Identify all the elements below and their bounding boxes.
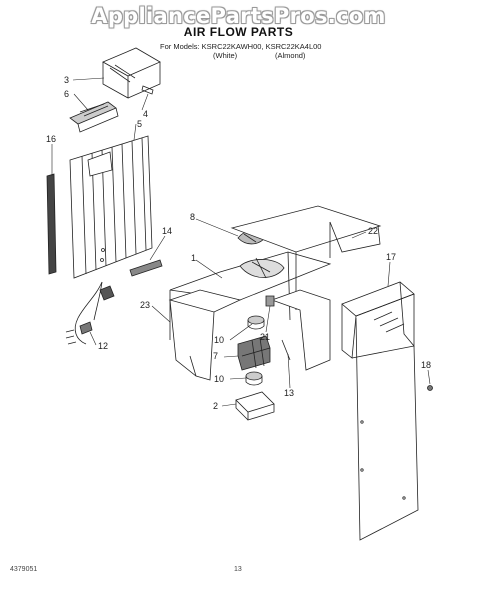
part-screw-14 bbox=[129, 259, 163, 277]
callout-6: 6 bbox=[64, 89, 69, 99]
part-upper-panel bbox=[230, 205, 382, 310]
part-screw-18 bbox=[427, 385, 433, 391]
color-almond-label: (Almond) bbox=[275, 51, 306, 60]
part-grommet-upper bbox=[247, 315, 265, 330]
part-screw-4 bbox=[141, 85, 154, 95]
callout-labels: 3 6 4 5 16 8 14 22 1 17 23 10 21 7 12 10… bbox=[46, 75, 431, 411]
color-white-label: (White) bbox=[213, 51, 238, 60]
watermark: AppliancePartsPros.com bbox=[91, 4, 386, 28]
callout-16: 16 bbox=[46, 134, 56, 144]
callout-7: 7 bbox=[213, 351, 218, 361]
part-motor-bracket bbox=[235, 391, 275, 421]
part-duct-cover bbox=[102, 47, 161, 99]
part-bracket bbox=[270, 289, 331, 371]
part-fan-motor bbox=[237, 335, 271, 371]
leader-lines bbox=[51, 77, 431, 407]
part-gasket bbox=[46, 173, 57, 275]
callout-14: 14 bbox=[162, 226, 172, 236]
callout-22: 22 bbox=[368, 226, 378, 236]
part-wire-harness bbox=[65, 281, 115, 345]
part-screw-21 bbox=[265, 295, 275, 307]
document-number: 4379051 bbox=[10, 566, 38, 573]
model-numbers: For Models: KSRC22KAWH00, KSRC22KA4L00 bbox=[160, 42, 322, 51]
callout-2: 2 bbox=[213, 401, 218, 411]
callout-3: 3 bbox=[64, 75, 69, 85]
part-louver bbox=[69, 101, 119, 133]
part-air-duct bbox=[341, 281, 419, 541]
callout-21: 21 bbox=[260, 332, 270, 342]
callout-23: 23 bbox=[140, 300, 150, 310]
diagram-title: AIR FLOW PARTS bbox=[183, 25, 294, 39]
callout-10-lower: 10 bbox=[214, 374, 224, 384]
callout-13: 13 bbox=[284, 388, 294, 398]
callout-10-upper: 10 bbox=[214, 335, 224, 345]
callout-4: 4 bbox=[143, 109, 148, 119]
callout-8: 8 bbox=[190, 212, 195, 222]
callout-12: 12 bbox=[98, 341, 108, 351]
page-number: 13 bbox=[234, 566, 242, 573]
callout-17: 17 bbox=[386, 252, 396, 262]
part-ribbed-panel bbox=[69, 135, 153, 279]
callout-1: 1 bbox=[191, 253, 196, 263]
callout-18: 18 bbox=[421, 360, 431, 370]
callout-5: 5 bbox=[137, 119, 142, 129]
part-grommet-lower bbox=[245, 371, 263, 386]
part-side-shroud bbox=[168, 289, 242, 381]
